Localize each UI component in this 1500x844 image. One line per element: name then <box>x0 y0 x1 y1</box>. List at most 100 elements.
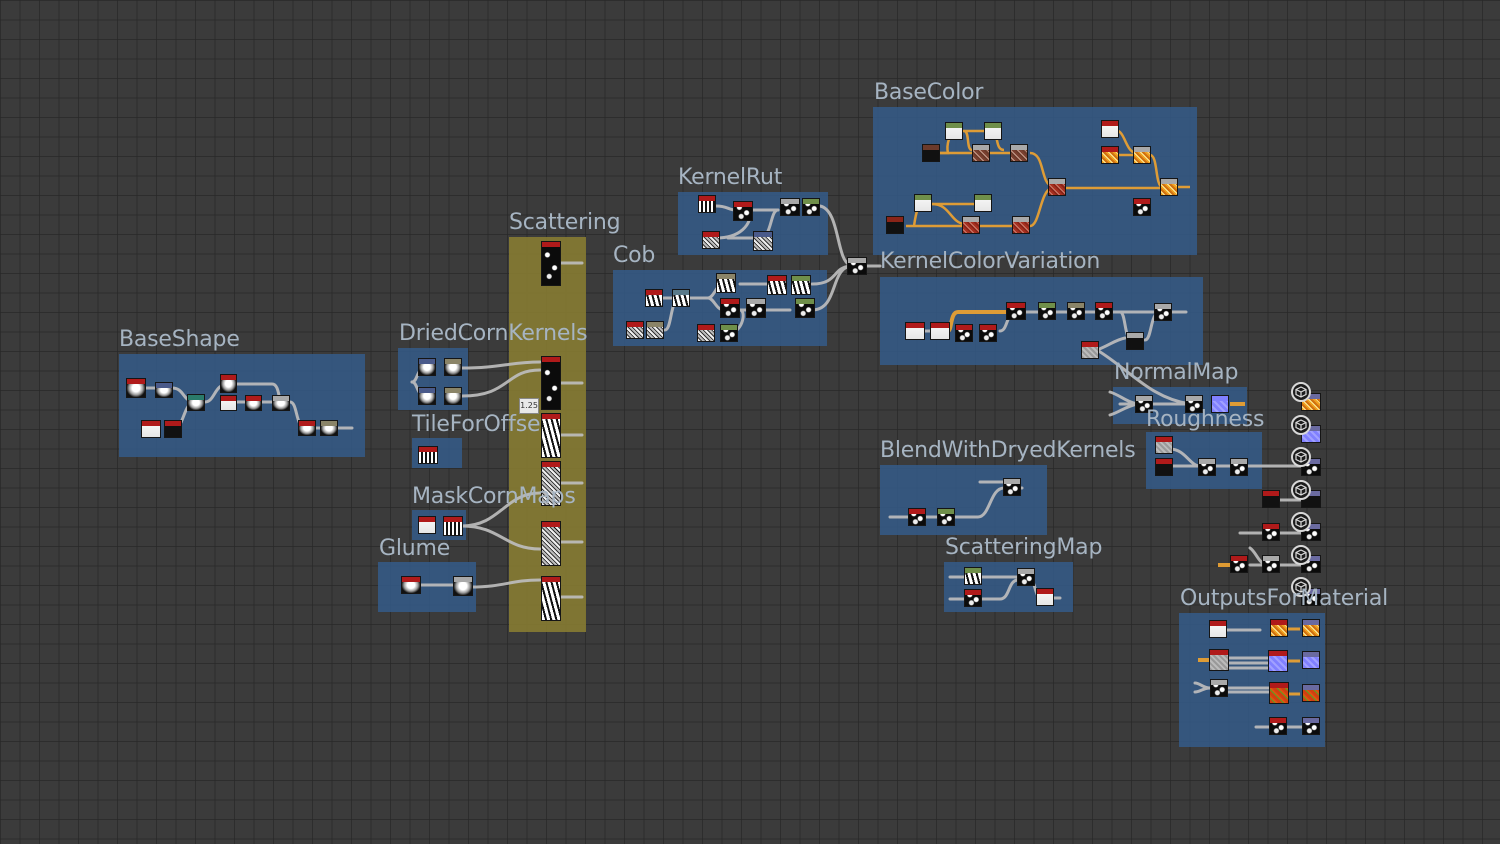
graph-node[interactable] <box>1302 717 1320 735</box>
graph-node[interactable] <box>418 516 436 534</box>
graph-node[interactable] <box>945 122 963 140</box>
graph-node[interactable] <box>1095 302 1113 320</box>
graph-node[interactable] <box>541 356 561 410</box>
graph-node[interactable] <box>1209 620 1227 638</box>
frame-basecolor[interactable] <box>873 107 1197 255</box>
graph-node[interactable] <box>767 275 787 295</box>
graph-node[interactable] <box>886 216 904 234</box>
graph-node[interactable] <box>541 461 561 506</box>
graph-node[interactable] <box>418 358 436 376</box>
graph-node[interactable] <box>955 324 973 342</box>
output-cube-icon[interactable] <box>1291 480 1311 500</box>
graph-node[interactable] <box>802 198 820 216</box>
graph-node[interactable] <box>220 395 237 411</box>
graph-node[interactable] <box>1010 144 1028 162</box>
graph-node[interactable] <box>541 521 561 566</box>
frame-baseshape[interactable] <box>119 354 365 457</box>
graph-node[interactable] <box>972 144 990 162</box>
graph-node[interactable] <box>645 289 663 307</box>
graph-node[interactable] <box>1012 216 1030 234</box>
output-cube-icon[interactable] <box>1291 545 1311 565</box>
graph-node[interactable] <box>733 201 753 221</box>
graph-node[interactable] <box>444 387 462 405</box>
graph-node[interactable] <box>1230 458 1248 476</box>
graph-node[interactable] <box>702 231 720 249</box>
graph-node[interactable] <box>141 420 161 438</box>
graph-node[interactable] <box>974 194 992 212</box>
graph-node[interactable] <box>1126 332 1144 350</box>
graph-node[interactable] <box>698 195 716 213</box>
graph-node[interactable] <box>1101 120 1119 138</box>
output-cube-icon[interactable] <box>1291 382 1311 402</box>
graph-node[interactable] <box>1198 458 1216 476</box>
graph-node[interactable] <box>1302 684 1320 702</box>
output-cube-icon[interactable] <box>1291 577 1311 597</box>
graph-node[interactable] <box>1154 303 1172 321</box>
graph-node[interactable] <box>720 324 738 342</box>
frame-kernelcolorvariation[interactable] <box>880 277 1203 365</box>
graph-node[interactable] <box>1155 436 1173 454</box>
graph-node[interactable] <box>1101 146 1119 164</box>
graph-node[interactable] <box>1155 458 1173 476</box>
frame-blendwithdryedkernels[interactable] <box>880 465 1047 535</box>
graph-node[interactable] <box>164 420 182 438</box>
graph-node[interactable] <box>453 576 473 596</box>
graph-node[interactable] <box>930 322 950 340</box>
graph-node[interactable] <box>1262 490 1280 508</box>
graph-node[interactable] <box>753 231 773 251</box>
graph-node[interactable] <box>795 298 815 318</box>
graph-node[interactable] <box>905 322 925 340</box>
graph-node[interactable] <box>245 395 262 411</box>
graph-node[interactable] <box>1048 178 1066 196</box>
graph-node[interactable] <box>646 321 664 339</box>
graph-node[interactable] <box>272 395 290 411</box>
graph-node[interactable] <box>1270 619 1288 637</box>
graph-node[interactable] <box>922 144 940 162</box>
graph-node[interactable] <box>1067 302 1085 320</box>
graph-node[interactable] <box>418 446 438 464</box>
graph-node[interactable] <box>1302 619 1320 637</box>
graph-node[interactable] <box>1210 679 1228 697</box>
graph-node[interactable] <box>746 298 766 318</box>
graph-node[interactable] <box>626 321 644 339</box>
graph-node[interactable] <box>418 387 436 405</box>
graph-node[interactable] <box>320 420 338 436</box>
frame-outputsformaterial[interactable] <box>1179 613 1325 747</box>
graph-node[interactable] <box>962 216 980 234</box>
graph-node[interactable] <box>1006 302 1026 320</box>
graph-node[interactable] <box>1262 555 1280 573</box>
graph-node[interactable] <box>964 567 982 585</box>
graph-node[interactable] <box>443 516 463 536</box>
graph-node[interactable] <box>1133 198 1151 216</box>
graph-node[interactable] <box>401 576 421 594</box>
graph-node[interactable] <box>984 122 1002 140</box>
graph-node[interactable] <box>220 374 237 393</box>
graph-node[interactable] <box>1133 146 1151 164</box>
graph-node[interactable] <box>444 358 462 376</box>
graph-node[interactable] <box>914 194 932 212</box>
graph-node[interactable] <box>1269 717 1287 735</box>
graph-node[interactable] <box>780 198 800 216</box>
graph-node[interactable] <box>1003 478 1021 496</box>
output-cube-icon[interactable] <box>1291 447 1311 467</box>
graph-node[interactable] <box>1269 682 1289 704</box>
output-cube-icon[interactable] <box>1291 415 1311 435</box>
graph-node[interactable] <box>908 508 926 526</box>
graph-node[interactable] <box>1038 302 1056 320</box>
graph-node[interactable] <box>1211 395 1229 413</box>
graph-node[interactable] <box>1209 649 1229 671</box>
graph-node[interactable] <box>791 275 811 295</box>
graph-node[interactable] <box>697 324 715 342</box>
graph-node[interactable] <box>126 378 146 398</box>
graph-node[interactable] <box>1081 341 1099 359</box>
graph-node[interactable] <box>1268 650 1288 672</box>
graph-node[interactable] <box>1017 568 1035 586</box>
graph-node[interactable] <box>672 289 690 307</box>
graph-node[interactable] <box>1036 588 1054 606</box>
graph-node[interactable] <box>298 420 316 436</box>
output-cube-icon[interactable] <box>1291 512 1311 532</box>
graph-node[interactable] <box>720 298 740 318</box>
value-node-badge[interactable]: 1.25 <box>519 398 539 414</box>
graph-node[interactable] <box>187 394 205 411</box>
